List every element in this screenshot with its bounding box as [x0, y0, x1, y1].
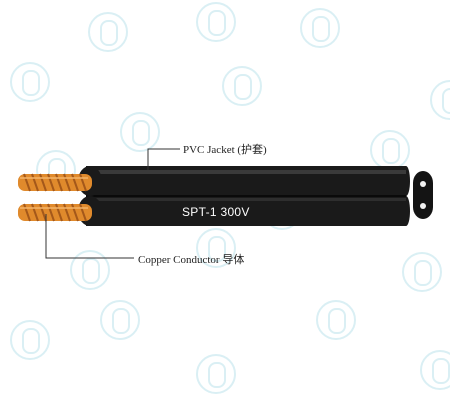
watermark-logo-icon [420, 350, 450, 390]
pvc-jacket-label: PVC Jacket (护套) [183, 144, 267, 156]
watermark-logo-icon [120, 112, 160, 152]
watermark-logo-icon [10, 320, 50, 360]
pvc-jacket [78, 166, 410, 226]
watermark-logo-icon [196, 354, 236, 394]
cross-section-conductor-top [420, 181, 426, 187]
copper-conductor-bottom [18, 203, 92, 222]
watermark-logo-icon [300, 8, 340, 48]
copper-conductor-top [18, 173, 92, 192]
conductor-leader-line [45, 214, 134, 259]
cable-print-text: SPT-1 300V [182, 205, 250, 219]
copper-conductor-label: Copper Conductor 导体 [138, 254, 245, 266]
watermark-logo-icon [196, 228, 236, 268]
watermark-logo-icon [402, 252, 442, 292]
watermark-logo-icon [196, 2, 236, 42]
cross-section-conductor-bottom [420, 203, 426, 209]
watermark-logo-icon [10, 62, 50, 102]
cross-section [413, 171, 433, 219]
watermark-logo-icon [70, 250, 110, 290]
watermark-logo-icon [88, 12, 128, 52]
jacket-leader-line [147, 148, 180, 170]
watermark-logo-icon [100, 300, 140, 340]
watermark-logo-icon [316, 300, 356, 340]
watermark-logo-icon [222, 66, 262, 106]
